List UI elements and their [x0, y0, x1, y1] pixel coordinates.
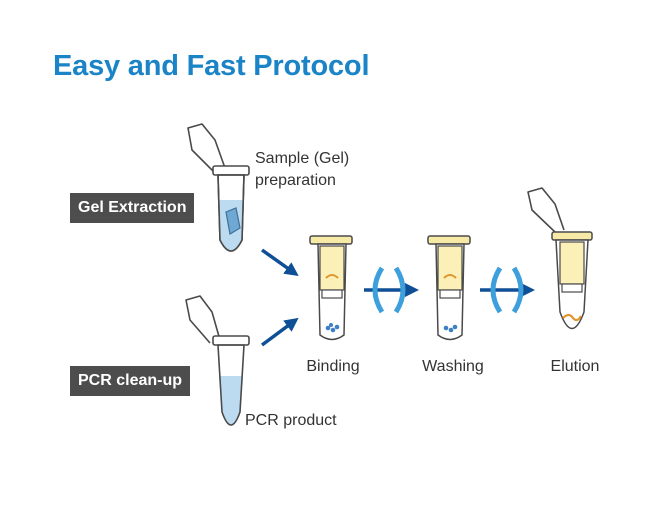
- binding-column-icon: [309, 235, 353, 341]
- sample-annotation-line1: Sample (Gel): [255, 150, 350, 167]
- step-washing-label: Washing: [422, 358, 484, 375]
- arrow-pcr-to-binding: [260, 317, 299, 347]
- washing-column-icon: [427, 235, 471, 341]
- gel-tube-icon: [187, 123, 250, 252]
- centrifuge-rotate-icon-2: [490, 266, 524, 314]
- pcr-product-annotation: PCR product: [245, 412, 337, 429]
- pcr-tube-icon: [185, 295, 250, 426]
- centrifuge-rotate-icon: [372, 266, 406, 314]
- step-elution-label: Elution: [550, 358, 600, 375]
- arrow-gel-to-binding: [260, 248, 299, 277]
- elution-tube-icon: [527, 187, 593, 330]
- step-binding-label: Binding: [306, 358, 360, 375]
- page-title: Easy and Fast Protocol: [53, 50, 370, 82]
- sample-annotation-line2: preparation: [255, 172, 336, 189]
- pcr-cleanup-label: PCR clean-up: [70, 366, 191, 396]
- gel-extraction-label: Gel Extraction: [70, 193, 195, 223]
